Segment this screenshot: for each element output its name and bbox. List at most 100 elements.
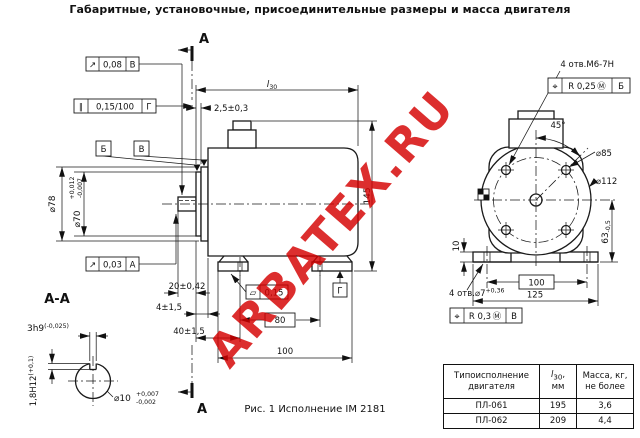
table-row: ПЛ-061 195 3,6 [443, 398, 634, 414]
terminal-box [227, 129, 257, 149]
dim-hole-offset-label: 40±1,5 [173, 327, 204, 337]
dim-63-label: 63-0,5 [601, 220, 612, 244]
figure-caption: Рис. 1 Исполнение IМ 2181 [244, 404, 385, 415]
cell-model: ПЛ-061 [443, 398, 540, 414]
runout-bottom-value: 0,03 [103, 261, 122, 271]
side-view: А А l30 2,5±0,3 145 [48, 32, 377, 417]
section-marker-top-label: А [199, 32, 209, 47]
dim-dia70-label: ⌀70 [73, 210, 83, 227]
page-title: Габаритные, установочные, присоединитель… [69, 3, 571, 16]
dim-shaft-dia-10: ⌀10 +0,007 -0,002 [106, 390, 159, 406]
cell-l30: 195 [539, 398, 577, 414]
dim-dia-flange-78: ⌀78 [48, 166, 199, 242]
section-cut-marker: А А [178, 32, 209, 417]
callout-dia112: ⌀112 [588, 177, 617, 188]
parallelism-icon: ∥ [79, 103, 83, 113]
col-header-l30: l30,мм [539, 364, 577, 399]
bolt-holes [498, 162, 574, 238]
callout-dia85: ⌀85 [568, 149, 612, 168]
datum-b-label: Б [101, 145, 107, 155]
dia112-label: ⌀112 [596, 177, 617, 187]
cell-mass: 3,6 [576, 398, 634, 414]
dim-base-125: 125 [472, 264, 599, 306]
cell-l30: 209 [539, 413, 577, 429]
front-foot-left [472, 251, 512, 263]
flatness-icon: ▱ [250, 289, 257, 299]
dim-l30-label: l30 [267, 80, 277, 91]
dim-span-100: 100 [487, 274, 587, 290]
runout-top-value: 0,08 [103, 61, 122, 71]
datum-v-label: В [139, 145, 145, 155]
front-foot-holes [483, 246, 591, 288]
parallelism-value: 0,15/100 [96, 103, 134, 113]
angle-45-label: 45° [550, 121, 565, 131]
section-view-aa: А-А 3h9(-0,025) [27, 292, 159, 406]
motor-body [207, 147, 359, 257]
position-m6-datum: Б [618, 82, 624, 92]
dim-125-label: 125 [527, 291, 543, 301]
front-foot-right [559, 251, 599, 263]
dim-shaft-length-20: 20±0,42 [164, 211, 210, 342]
dim-angle-45: 45° [535, 121, 581, 157]
datum-v-flag: В [133, 140, 208, 166]
position-dia7-datum: В [511, 312, 517, 322]
dim-shaft-height-63: 63-0,5 [600, 200, 618, 263]
dim-10-label: 10 [452, 241, 462, 252]
shaft-dia-label: ⌀10 [114, 394, 131, 404]
dim-dia70-tol-lower: -0,007 [77, 178, 84, 198]
table-row: ПЛ-062 209 4,4 [443, 413, 634, 429]
keyway-depth-label: 1,8H12(+0,1) [28, 356, 39, 407]
dim-100-label: 100 [528, 279, 544, 289]
datum-b-flag: Б [95, 140, 201, 171]
dim-height-label: 145 [363, 187, 373, 204]
flatness-frame: ▱ 0,15 [230, 273, 289, 300]
runout-top-datum: В [130, 61, 136, 71]
shaft-dia-tol-lower: -0,002 [136, 399, 156, 406]
keyway-width-label: 3h9(-0,025) [27, 323, 69, 334]
datum-g-label: Г [337, 287, 342, 297]
feet [217, 255, 353, 276]
dim-holes-80: 80 [240, 271, 321, 328]
parallelism-datum: Г [146, 103, 151, 113]
cell-model: ПЛ-062 [443, 413, 540, 429]
dim-l30: l30 [195, 80, 359, 164]
dia7-holes-label: 4 отв.⌀7+0,36 [449, 288, 505, 300]
dim-dia78-label: ⌀78 [48, 195, 58, 212]
flatness-value: 0,15 [265, 289, 284, 299]
datum-g-flag: Г [332, 271, 348, 298]
callout-dia7-holes: 4 отв.⌀7+0,36 [449, 263, 505, 300]
runout-icon: ↗ [89, 61, 96, 71]
diagonal-45-centerline [535, 147, 589, 201]
datum-triangle [336, 271, 344, 278]
datum-triangle [200, 159, 208, 166]
dim-holes-80-label: 80 [275, 316, 286, 326]
dim-keyway-depth: 1,8H12(+0,1) [28, 349, 90, 406]
position-icon: ⌖ [454, 313, 459, 323]
runout-frame-top: ↗ 0,08 В [85, 56, 185, 195]
dim-feet-100: 100 [217, 271, 353, 363]
cell-mass: 4,4 [576, 413, 634, 429]
dim-foot-offset-label: 4±1,5 [156, 303, 182, 313]
dim-height-145: 145 [252, 120, 377, 272]
dim-feet-100-label: 100 [277, 347, 293, 357]
checker-mark [477, 188, 490, 201]
col-header-mass: Масса, кг,не более [576, 364, 634, 399]
m6-holes-label: 4 отв.М6-7Н [560, 60, 614, 70]
runout-bottom-datum: А [130, 261, 136, 271]
shaft-dia-tol-upper: +0,007 [136, 391, 159, 398]
dim-keyway-width: 3h9(-0,025) [27, 323, 108, 361]
dim-foot-height-10: 10 [452, 238, 473, 276]
position-icon: ⌖ [552, 83, 557, 93]
terminal-box-cap [232, 120, 252, 131]
datum-triangle [193, 164, 201, 171]
